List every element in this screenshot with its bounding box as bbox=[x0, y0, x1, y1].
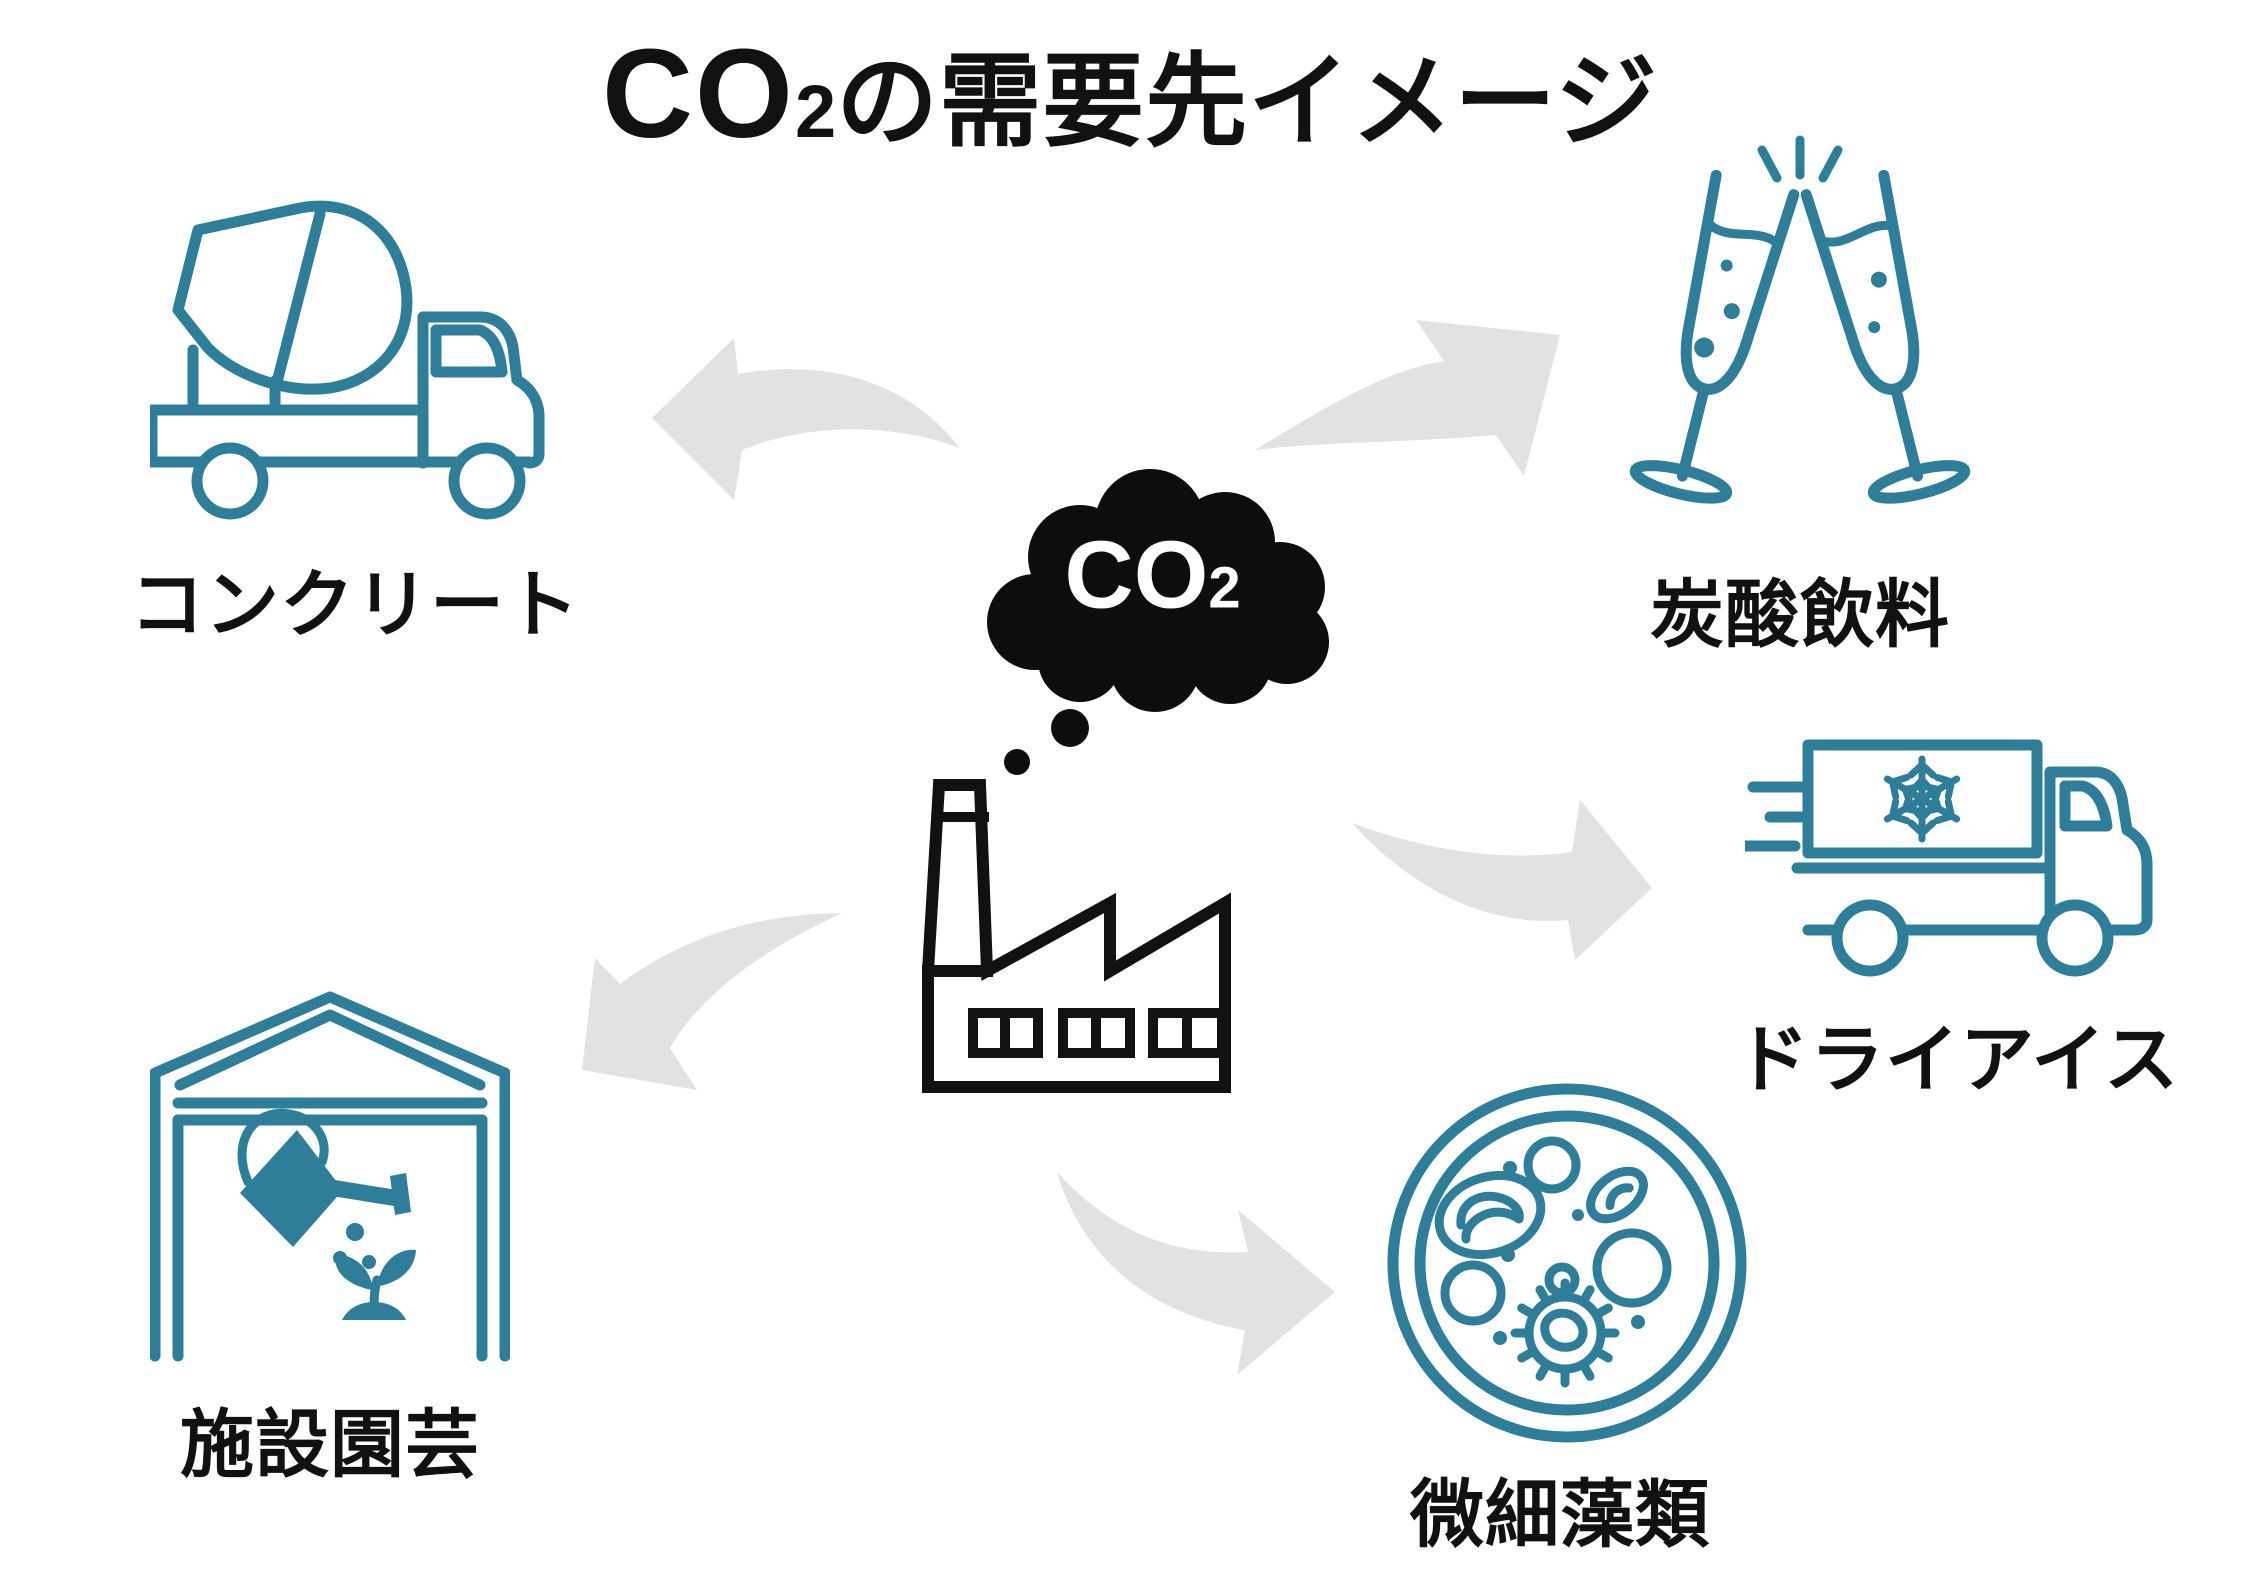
node-greenhouse bbox=[149, 990, 511, 1362]
front-wheel bbox=[448, 442, 526, 520]
dish-inner-rim bbox=[1414, 1110, 1720, 1416]
petri-dish-icon bbox=[1387, 1083, 1747, 1443]
label-greenhouse: 施設園芸 bbox=[180, 1403, 480, 1486]
front-wheel bbox=[2036, 899, 2114, 977]
factory-windows bbox=[968, 1008, 1227, 1058]
amoeba-cell bbox=[1515, 1283, 1615, 1383]
label-microalgae: 微細藻類 bbox=[1410, 1473, 1710, 1556]
crescent-cell bbox=[1434, 1170, 1546, 1260]
cloud-co2-label: CO2 bbox=[975, 521, 1330, 631]
factory-icon bbox=[922, 779, 1231, 1093]
dish-outer-rim bbox=[1387, 1083, 1747, 1443]
smoke-bubble-small bbox=[1004, 749, 1030, 775]
snowflake-icon bbox=[1882, 759, 1962, 839]
arrow-to-dry-ice bbox=[1352, 800, 1652, 960]
arrow-to-concrete bbox=[652, 338, 960, 500]
node-microalgae bbox=[1385, 1083, 1750, 1445]
right-glass bbox=[1800, 169, 1971, 504]
mixer-drum bbox=[172, 200, 413, 395]
cloud-co-text: CO bbox=[1064, 521, 1209, 629]
smoke-bubble-large bbox=[1051, 709, 1089, 747]
node-dry-ice bbox=[1739, 728, 2165, 983]
co2-smoke-cloud-icon bbox=[987, 469, 1329, 775]
arrow-to-carbonated-drinks bbox=[1255, 320, 1560, 476]
champagne-glasses-icon bbox=[1629, 135, 1971, 504]
node-carbonated-drinks bbox=[1620, 130, 1980, 550]
rear-wheel bbox=[191, 442, 269, 520]
node-concrete bbox=[146, 200, 580, 530]
water-drop bbox=[346, 1223, 364, 1241]
title-co: CO bbox=[601, 23, 795, 164]
page-title: CO2の需要先イメージ bbox=[0, 27, 2260, 160]
arrow-to-greenhouse bbox=[582, 913, 842, 1090]
truck-cab bbox=[417, 311, 545, 469]
co2-cloud-group: CO2 bbox=[975, 462, 1330, 782]
title-rest: の需要先イメージ bbox=[836, 45, 1659, 159]
label-dry-ice: ドライアイス bbox=[1735, 1018, 2180, 1101]
sprout-icon bbox=[335, 1249, 416, 1320]
cloud-co2-subscript: 2 bbox=[1208, 555, 1241, 621]
truck-cab bbox=[2044, 766, 2153, 936]
cement-mixer-truck-icon bbox=[146, 200, 545, 520]
label-carbonated-drinks: 炭酸飲料 bbox=[1650, 573, 1950, 656]
refrigerated-truck-icon bbox=[1739, 739, 2153, 977]
rear-wheel bbox=[1831, 899, 1909, 977]
label-concrete: コンクリート bbox=[130, 563, 580, 646]
speed-lines bbox=[1739, 781, 1814, 852]
title-subscript: 2 bbox=[794, 70, 837, 153]
greenhouse-frame bbox=[149, 991, 511, 1362]
watering-can-icon bbox=[237, 1108, 411, 1247]
water-drop bbox=[362, 1255, 376, 1269]
cargo-box bbox=[1802, 739, 2043, 859]
arrow-to-microalgae bbox=[1057, 1172, 1335, 1375]
greenhouse-watering-icon bbox=[149, 991, 511, 1362]
bean-cell bbox=[1586, 1166, 1648, 1224]
clink-sparkles bbox=[1757, 135, 1843, 183]
left-glass bbox=[1629, 169, 1800, 504]
